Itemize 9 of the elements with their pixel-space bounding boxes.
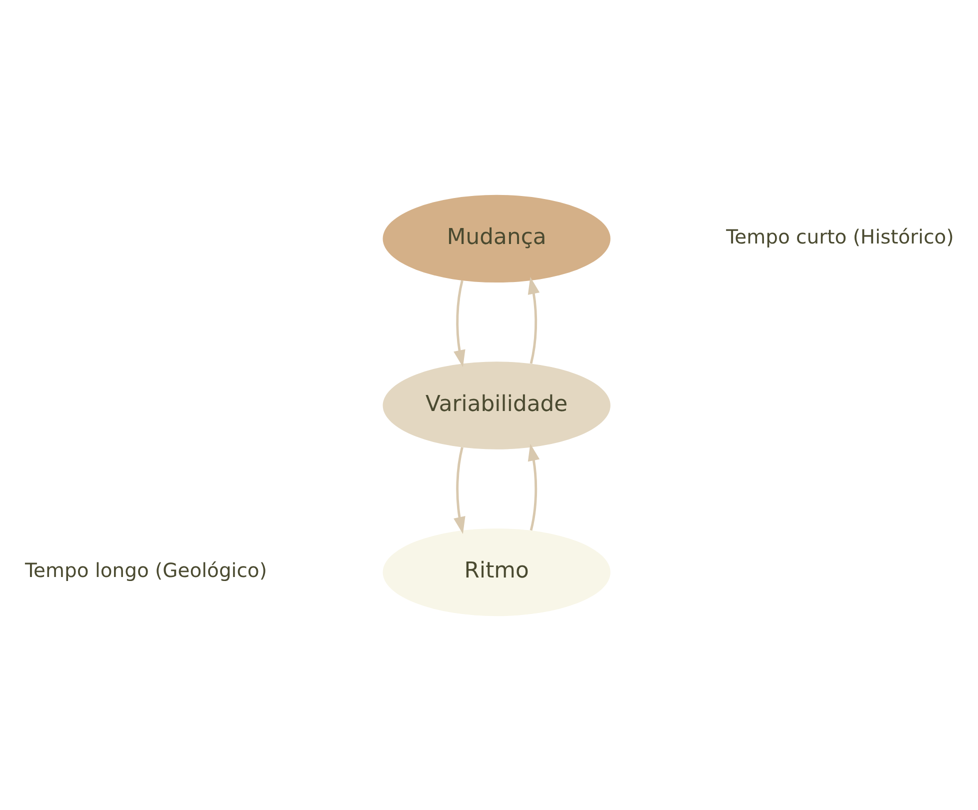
node-ellipse: Variabilidade — [382, 361, 610, 449]
label: Tempo longo (Geológico) — [24, 558, 267, 582]
label: Tempo curto (Histórico) — [726, 224, 954, 248]
node-ellipse: Mudança — [382, 194, 610, 282]
arrow — [454, 280, 466, 367]
arrow — [528, 443, 540, 530]
arrow — [454, 446, 466, 534]
arrow — [528, 276, 540, 364]
node-ellipse: Ritmo — [382, 528, 610, 616]
